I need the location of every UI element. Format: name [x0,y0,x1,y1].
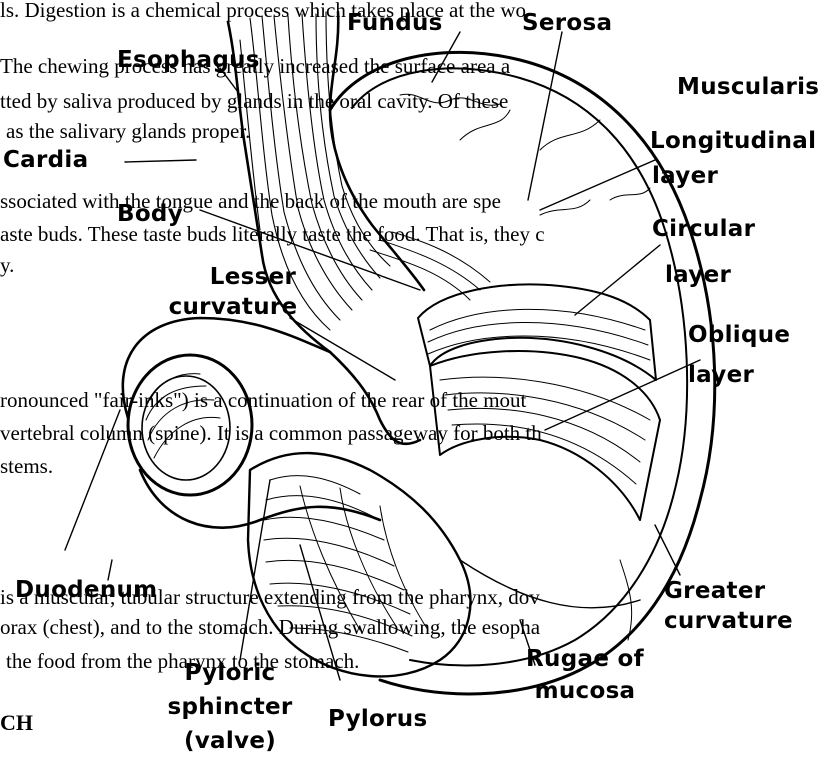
label-greater-curvature-1: Greater [664,578,765,604]
label-esophagus: Esophagus [117,47,260,73]
label-greater-curvature-2: curvature [664,608,793,634]
label-rugae-1: Rugae of [500,646,670,672]
label-pyloric-3: (valve) [150,728,310,754]
oblique-layer-band [430,351,660,520]
label-longitudinal-2: layer [652,163,718,189]
label-oblique-2: layer [688,362,754,388]
label-lesser-curvature-2: curvature [138,294,328,320]
label-fundus: Fundus [347,10,443,36]
label-circular-1: Circular [652,216,755,242]
pylorus-outline [248,453,470,676]
label-pylorus: Pylorus [328,706,427,732]
label-body: Body [117,201,183,227]
fundus-vessels [400,94,650,215]
duodenum-hatch [146,374,220,458]
label-rugae-2: mucosa [500,678,670,704]
rugae-folds [264,476,428,652]
label-lesser-curvature-1: Lesser [178,264,328,290]
label-duodenum: Duodenum [15,577,157,603]
label-cardia: Cardia [3,147,88,173]
label-pyloric-1: Pyloric [150,660,310,686]
label-serosa: Serosa [522,10,612,36]
greater-curvature-edge [460,560,640,608]
leader-lines [65,32,700,680]
label-oblique-1: Oblique [688,322,790,348]
label-longitudinal-1: Longitudinal [650,128,816,154]
esophagus-outline-right [330,12,424,290]
label-pyloric-2: sphincter [148,694,312,720]
label-muscularis: Muscularis [677,74,819,100]
label-circular-2: layer [665,262,731,288]
lesser-curvature-edge [330,352,420,444]
